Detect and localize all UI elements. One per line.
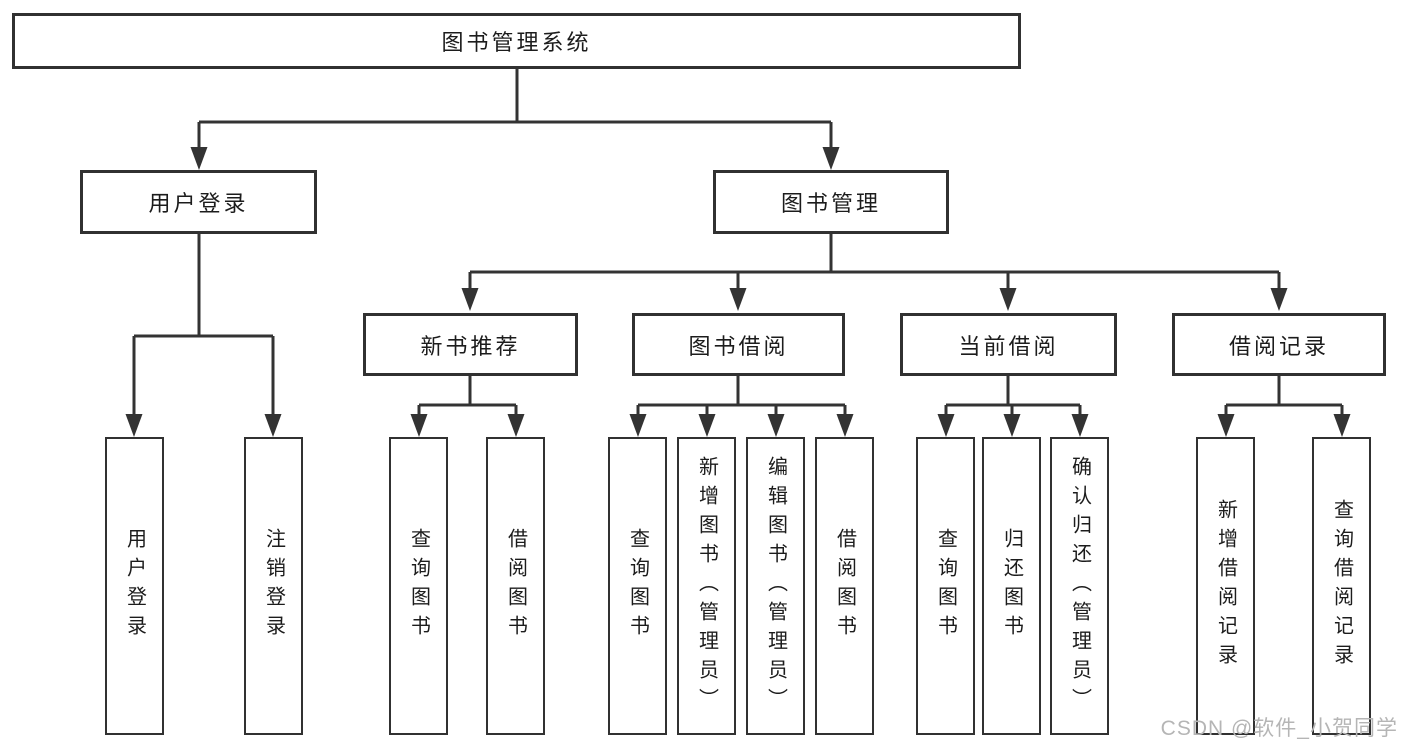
connector-borrow-record	[1224, 376, 1344, 416]
connector-current-borrow	[944, 376, 1082, 416]
arrowhead-down-icon	[698, 414, 716, 437]
node-current-borrow: 当前借阅	[900, 313, 1117, 376]
connector-book-borrow	[636, 376, 847, 416]
connector-user-login	[132, 234, 275, 416]
leaf-user-login-label: 用户登录	[123, 528, 146, 644]
leaf-logout-label: 注销登录	[262, 528, 285, 644]
node-new-book-recommend: 新书推荐	[363, 313, 578, 376]
arrowhead-down-icon	[125, 414, 143, 437]
arrowhead-down-icon	[264, 414, 282, 437]
node-current-borrow-label: 当前借阅	[958, 333, 1059, 359]
leaf-borrow-borrow-books-label: 借阅图书	[833, 528, 856, 644]
leaf-record-add-borrow-record: 新增借阅记录	[1196, 437, 1255, 735]
leaf-record-query-borrow-record-label: 查询借阅记录	[1330, 499, 1353, 673]
arrowhead-down-icon	[822, 147, 840, 170]
connector-new-book	[417, 376, 518, 416]
arrowhead-down-icon	[190, 147, 208, 170]
connector-book-management	[468, 234, 1281, 291]
node-root: 图书管理系统	[12, 13, 1021, 69]
arrowhead-down-icon	[629, 414, 647, 437]
leaf-current-confirm-return-admin: 确认归还（管理员）	[1050, 437, 1109, 735]
leaf-borrow-query-books: 查询图书	[608, 437, 667, 735]
arrowhead-down-icon	[767, 414, 785, 437]
node-root-label: 图书管理系统	[441, 30, 592, 55]
leaf-borrow-edit-books-admin: 编辑图书（管理员）	[746, 437, 805, 735]
leaf-borrow-add-books-admin: 新增图书（管理员）	[677, 437, 736, 735]
leaf-recommend-query-books-label: 查询图书	[407, 528, 430, 644]
leaf-record-add-borrow-record-label: 新增借阅记录	[1214, 499, 1237, 673]
node-book-borrow: 图书借阅	[632, 313, 845, 376]
leaf-current-confirm-return-admin-label: 确认归还（管理员）	[1068, 455, 1091, 717]
node-new-book-recommend-label: 新书推荐	[420, 333, 521, 359]
arrowhead-down-icon	[836, 414, 854, 437]
arrowhead-down-icon	[937, 414, 955, 437]
arrowhead-down-icon	[1071, 414, 1089, 437]
leaf-current-query-books: 查询图书	[916, 437, 975, 735]
connector-root	[197, 69, 833, 150]
leaf-user-login: 用户登录	[105, 437, 164, 735]
leaf-recommend-borrow-books: 借阅图书	[486, 437, 545, 735]
leaf-recommend-query-books: 查询图书	[389, 437, 448, 735]
leaf-borrow-edit-books-admin-label: 编辑图书（管理员）	[764, 455, 787, 717]
leaf-borrow-query-books-label: 查询图书	[626, 528, 649, 644]
arrowhead-down-icon	[507, 414, 525, 437]
csdn-watermark: CSDN @软件_小贺同学	[1160, 717, 1398, 740]
node-book-management-label: 图书管理	[780, 191, 881, 216]
arrowhead-down-icon	[1270, 288, 1288, 311]
arrowhead-down-icon	[461, 288, 479, 311]
leaf-logout: 注销登录	[244, 437, 303, 735]
node-user-login-label: 用户登录	[148, 191, 249, 216]
leaf-borrow-add-books-admin-label: 新增图书（管理员）	[695, 455, 718, 717]
leaf-current-return-books: 归还图书	[982, 437, 1041, 735]
arrowhead-down-icon	[1333, 414, 1351, 437]
arrowhead-down-icon	[410, 414, 428, 437]
node-book-management: 图书管理	[713, 170, 949, 234]
node-user-login: 用户登录	[80, 170, 317, 234]
arrowhead-down-icon	[1217, 414, 1235, 437]
node-borrow-record: 借阅记录	[1172, 313, 1386, 376]
leaf-borrow-borrow-books: 借阅图书	[815, 437, 874, 735]
leaf-current-query-books-label: 查询图书	[934, 528, 957, 644]
node-borrow-record-label: 借阅记录	[1228, 333, 1329, 359]
node-book-borrow-label: 图书借阅	[688, 333, 789, 359]
leaf-record-query-borrow-record: 查询借阅记录	[1312, 437, 1371, 735]
arrowhead-down-icon	[729, 288, 747, 311]
arrowhead-down-icon	[1003, 414, 1021, 437]
arrowhead-down-icon	[999, 288, 1017, 311]
leaf-recommend-borrow-books-label: 借阅图书	[504, 528, 527, 644]
leaf-current-return-books-label: 归还图书	[1000, 528, 1023, 644]
